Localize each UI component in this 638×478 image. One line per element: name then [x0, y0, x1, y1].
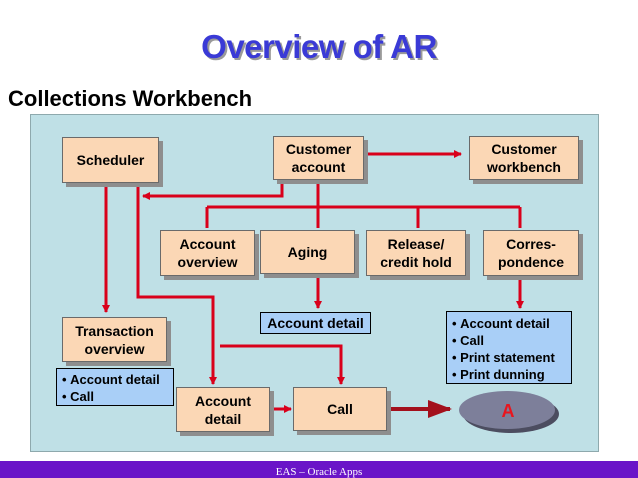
connector-bus [207, 178, 520, 209]
scheduler-box: Scheduler [62, 137, 159, 183]
connector-account-to-scheduler [142, 178, 284, 200]
account-overview-box: Account overview [160, 230, 255, 276]
list-item: Call [452, 332, 567, 349]
list-item: Call [62, 388, 169, 405]
aging-box: Aging [260, 230, 355, 274]
aging-account-detail: Account detail [260, 312, 371, 334]
account-detail-box: Account detail [176, 387, 270, 432]
oval-label: A [501, 401, 515, 421]
footer-text: EAS – Oracle Apps [275, 466, 363, 478]
list-item: Print statement [452, 349, 567, 366]
page-title: Overview of AR [201, 28, 437, 65]
list-item: Print dunning [452, 366, 567, 383]
transaction-overview-box: Transaction overview [62, 317, 167, 362]
call-box: Call [293, 387, 387, 431]
correspondence-options-list: Account detail Call Print statement Prin… [446, 311, 572, 384]
oval-a [459, 391, 555, 429]
page-subtitle: Collections Workbench [8, 86, 253, 111]
release-credit-hold-box: Release/ credit hold [366, 230, 466, 276]
transaction-options-list: Account detail Call [56, 368, 174, 406]
customer-account-box: Customer account [273, 136, 364, 180]
connector-scheduler-to-account-detail [136, 183, 217, 385]
customer-workbench-box: Customer workbench [469, 136, 579, 180]
list-item: Account detail [62, 371, 169, 388]
footer-bar [0, 461, 638, 478]
list-item: Account detail [452, 315, 567, 332]
connector-to-call [220, 344, 345, 385]
correspondence-box: Corres- pondence [483, 230, 579, 276]
